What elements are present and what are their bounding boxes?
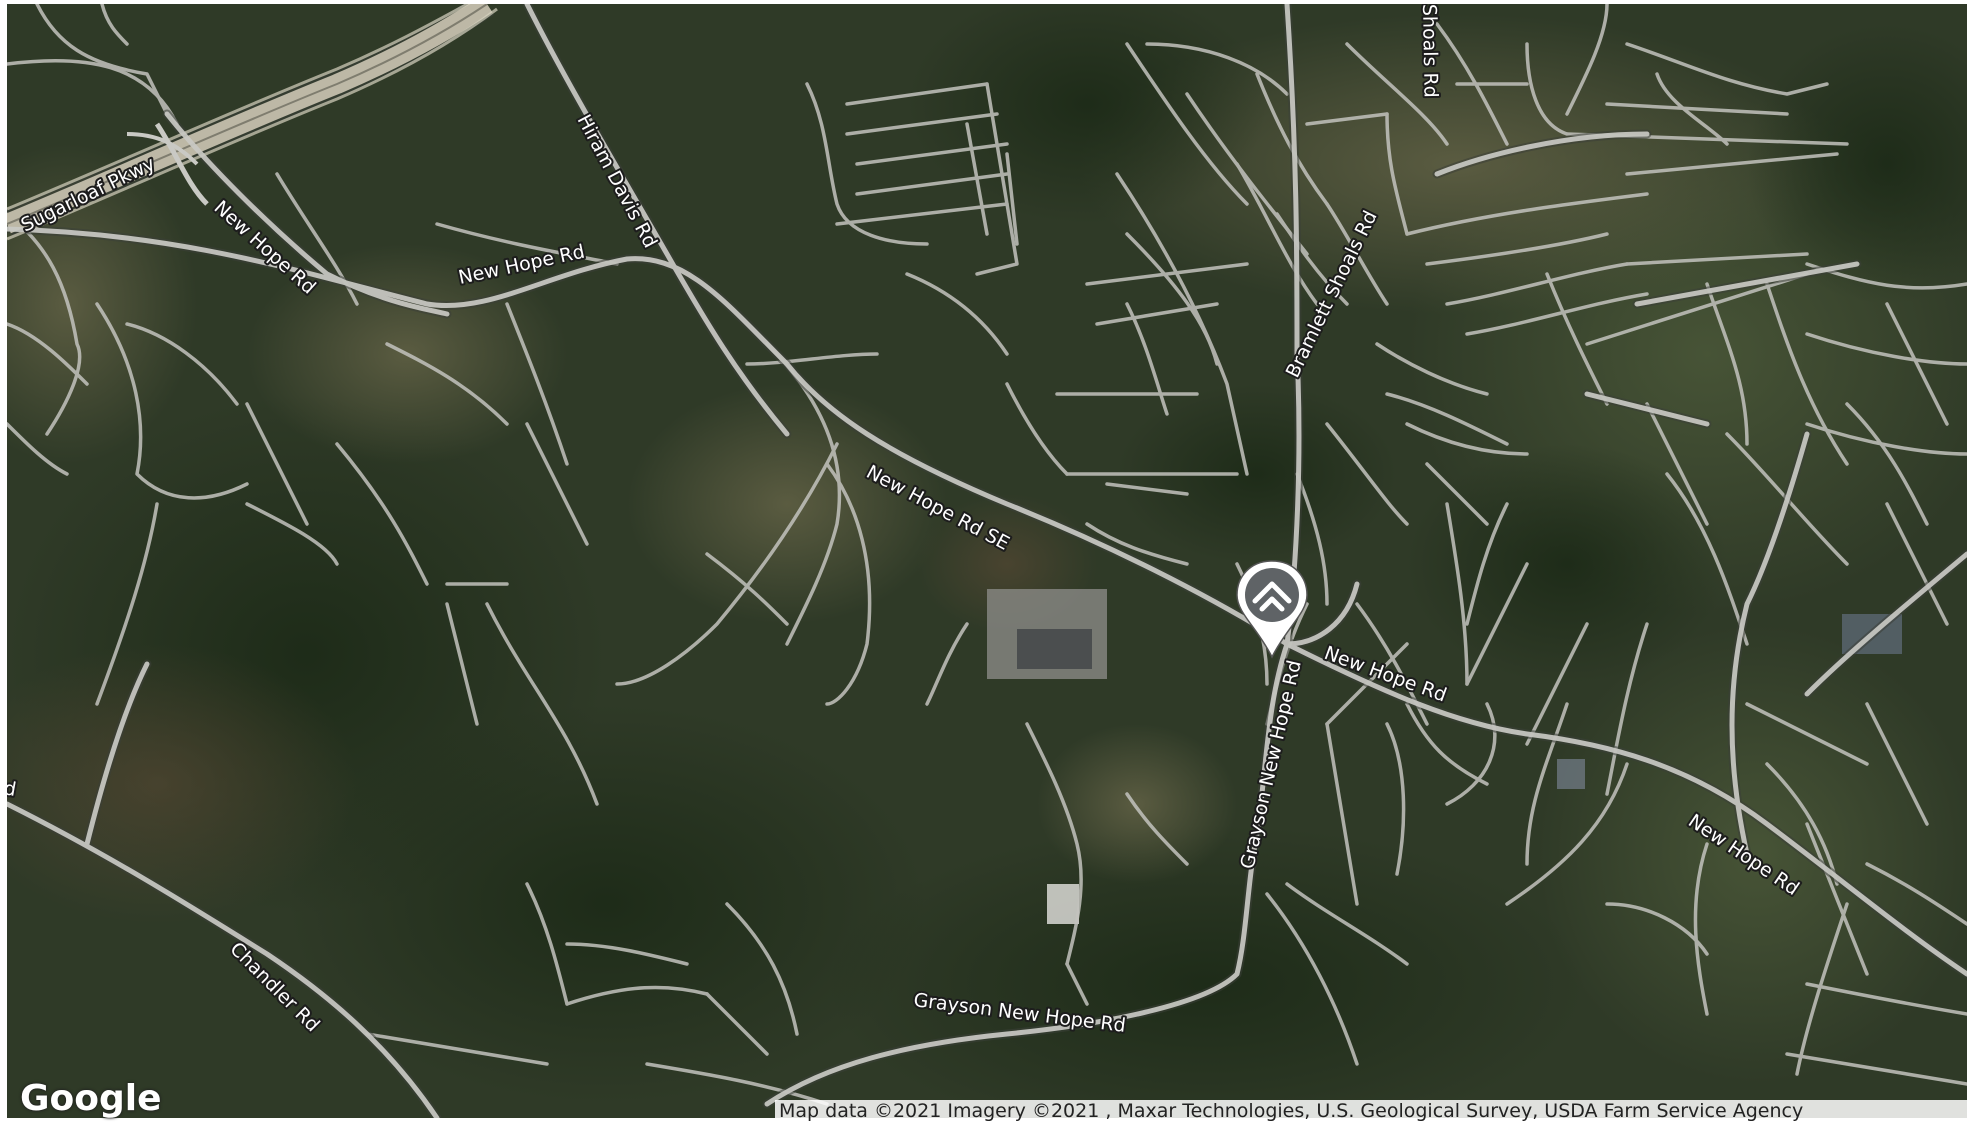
label-shoals-rd: Shoals Rd (1418, 4, 1442, 98)
map-attribution[interactable]: Map data ©2021 Imagery ©2021 , Maxar Tec… (775, 1100, 1967, 1122)
sugarloaf-parkway (7, 4, 498, 241)
main-roads (7, 4, 1967, 1118)
minor-roads (7, 4, 1967, 1106)
google-logo: Google (20, 1078, 162, 1119)
satellite-map[interactable]: Sugarloaf Pkwy New Hope Rd New Hope Rd H… (7, 4, 1967, 1118)
location-pin-icon[interactable] (1236, 560, 1308, 659)
